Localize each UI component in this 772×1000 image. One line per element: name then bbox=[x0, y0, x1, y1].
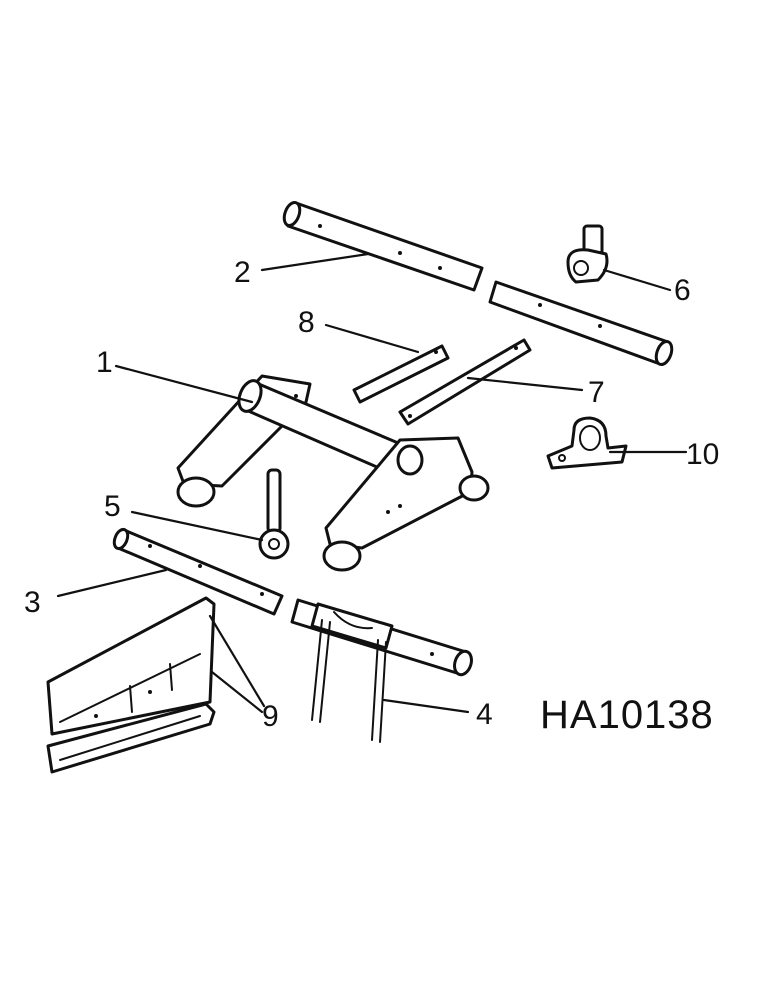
part-3-lower-tube bbox=[112, 527, 284, 616]
callout-4: 4 bbox=[476, 698, 493, 731]
part-10-saddle-clamp bbox=[546, 416, 628, 470]
callout-6: 6 bbox=[674, 274, 691, 307]
leader-lines bbox=[56, 252, 688, 714]
callouts: 1 2 3 4 5 6 7 8 9 10 bbox=[24, 256, 719, 733]
callout-9: 9 bbox=[262, 700, 279, 733]
callout-3: 3 bbox=[24, 586, 41, 619]
part-7-long-strap bbox=[398, 338, 532, 426]
callout-7: 7 bbox=[588, 376, 605, 409]
part-4-lower-tube bbox=[290, 598, 473, 743]
part-6-clamp bbox=[566, 224, 609, 284]
callout-1: 1 bbox=[96, 346, 113, 379]
callout-8: 8 bbox=[298, 306, 315, 339]
part-2-upper-tube bbox=[282, 200, 674, 367]
callout-5: 5 bbox=[104, 490, 121, 523]
part-8-short-strap bbox=[352, 344, 450, 404]
callout-2: 2 bbox=[234, 256, 251, 289]
part-9-plates bbox=[46, 596, 216, 774]
figure-reference-code: HA10138 bbox=[540, 693, 714, 737]
part-5-eye-bolt bbox=[258, 468, 290, 560]
callout-10: 10 bbox=[686, 438, 719, 471]
